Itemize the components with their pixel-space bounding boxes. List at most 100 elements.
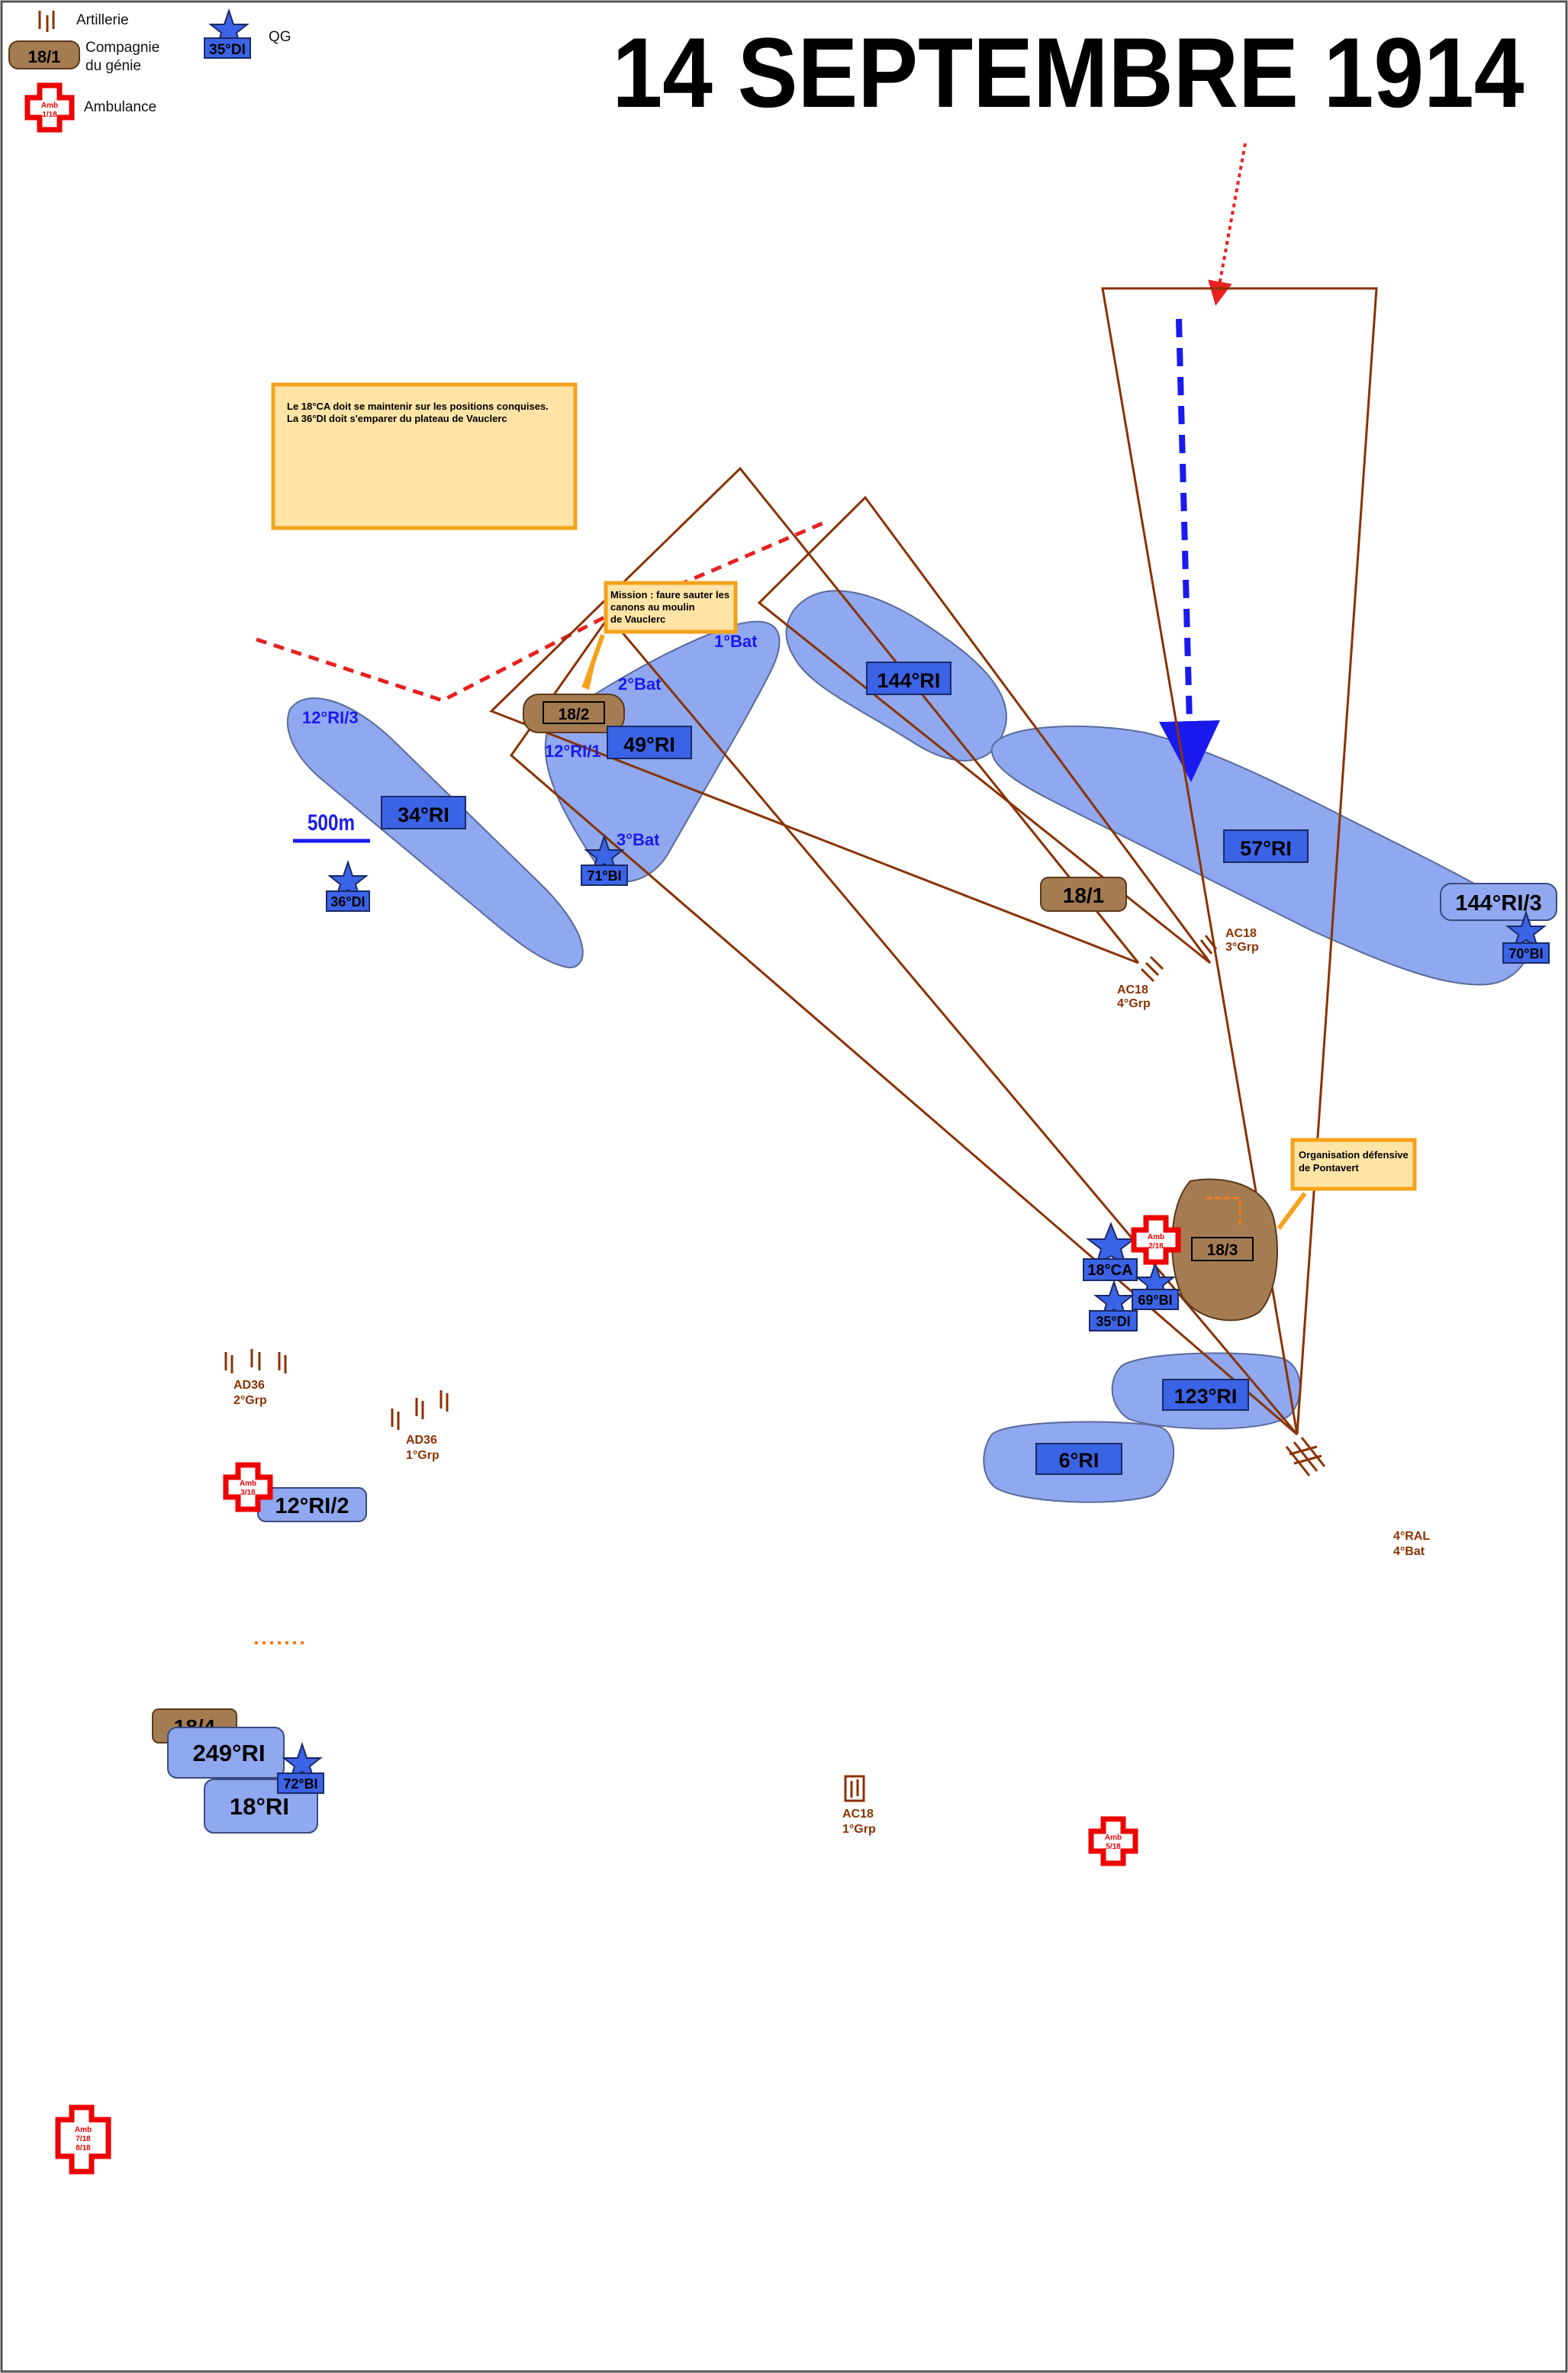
- genie-18-2-label: 18/2: [559, 706, 590, 723]
- mission-note: Mission : faure sauter les canons au mou…: [581, 581, 738, 690]
- arty-ac18-1grp: AC18 1°Grp: [842, 1775, 876, 1836]
- genie-18-1: 18/1: [1040, 877, 1127, 912]
- hq-35di: 35°DI: [1089, 1279, 1138, 1331]
- arty-ac18-4grp-label-2: 4°Grp: [1117, 997, 1151, 1010]
- ambulance-2-18-label-1: Amb: [1148, 1233, 1164, 1241]
- ambulance-3-18-label-2: 3/18: [240, 1489, 256, 1497]
- label-3bat: 3°Bat: [617, 830, 660, 849]
- arty-ad36-2grp-label-2: 2°Grp: [233, 1394, 267, 1407]
- defense-note: Organisation défensive de Pontavert: [1277, 1138, 1417, 1230]
- front-line-left: [256, 612, 612, 703]
- ambulance-2-18: Amb 2/18: [1131, 1215, 1181, 1265]
- unit-34ri: 34°RI: [381, 796, 466, 829]
- unit-144ri-3-label: 144°RI/3: [1455, 891, 1541, 916]
- hq-18ca: 18°CA: [1083, 1222, 1138, 1281]
- hq-70bi-label: 70°BI: [1508, 946, 1543, 961]
- artillery-legend-icon: [38, 11, 55, 32]
- ambulance-legend-icon: [24, 82, 75, 133]
- unit-249ri-label: 249°RI: [192, 1740, 265, 1766]
- unit-18ri-label: 18°RI: [230, 1793, 289, 1820]
- fire-sector-ac18-2grp: [509, 614, 1299, 1436]
- ambulance-5-18-label-2: 5/18: [1106, 1843, 1121, 1851]
- legend-amb-badge-2: 1/18: [42, 111, 57, 119]
- arty-4ral: 4°RAL 4°Bat: [1393, 1530, 1430, 1558]
- ambulance-7-18: Amb 7/18 8/18: [55, 2104, 111, 2175]
- mission-note-line3: de Vauclerc: [610, 613, 665, 625]
- unit-49ri: 49°RI: [607, 726, 692, 759]
- unit-249ri: 249°RI: [167, 1727, 285, 1779]
- label-2bat: 2°Bat: [618, 675, 662, 694]
- legend-artillery-label: Artillerie: [76, 12, 129, 28]
- ambulance-7-18-label-2: 7/18: [76, 2135, 91, 2143]
- ambulance-7-18-label-3: 8/18: [76, 2144, 91, 2152]
- genie-18-3-label: 18/3: [1207, 1241, 1238, 1259]
- front-line-north-arrow: [1208, 143, 1247, 306]
- legend-qg-box-label: 35°DI: [209, 42, 246, 58]
- unit-12ri-2-label: 12°RI/2: [275, 1494, 349, 1518]
- orders-note: Le 18°CA doit se maintenir sur les posit…: [271, 382, 578, 530]
- arty-2grp-pontavert: [1285, 1437, 1326, 1476]
- unit-144ri-3: 144°RI/3: [1440, 883, 1557, 921]
- unit-57ri: 57°RI: [1223, 829, 1309, 863]
- arty-ac18-1grp-label-1: AC18: [842, 1808, 874, 1821]
- arty-ac18-3grp-label-1: AC18: [1225, 927, 1257, 940]
- legend-amb-badge-1: Amb: [41, 101, 58, 110]
- legend-genie-label: Compagnie: [85, 40, 159, 56]
- ambulance-5-18: Amb 5/18: [1088, 1816, 1138, 1866]
- unit-12ri-2: 12°RI/2: [257, 1487, 367, 1522]
- arty-ac18-1grp-label-2: 1°Grp: [842, 1823, 876, 1836]
- fire-sector-ac18-3grp: [757, 495, 1212, 964]
- arty-ac18-3grp-label-2: 3°Grp: [1225, 941, 1259, 954]
- legend-ambulance-label: Ambulance: [84, 99, 156, 115]
- legend: Artillerie 18/1 Compagnie du génie 35°DI…: [8, 8, 291, 133]
- defense-note-line2: de Pontavert: [1299, 1162, 1359, 1174]
- scale-label: 500m: [307, 810, 355, 836]
- hq-71bi-label: 71°BI: [587, 868, 621, 884]
- qg-legend-box: [204, 37, 251, 59]
- ambulance-3-18: Amb 3/18: [223, 1462, 273, 1512]
- hq-36di-label: 36°DI: [330, 894, 365, 910]
- hq-69bi-label: 69°BI: [1138, 1293, 1172, 1308]
- unit-6ri: 6°RI: [1035, 1443, 1122, 1475]
- hq-71bi: 71°BI: [581, 833, 628, 886]
- orders-note-line1: Le 18°CA doit se maintenir sur les posit…: [287, 401, 549, 412]
- ambulance-7-18-label-1: Amb: [75, 2126, 92, 2134]
- unit-144ri: 144°RI: [866, 662, 951, 695]
- arty-ac18-3grp: AC18 3°Grp: [1195, 927, 1259, 959]
- arty-ad36-2grp-label-1: AD36: [233, 1379, 265, 1392]
- defense-note-line1: Organisation défensive: [1299, 1149, 1409, 1161]
- genie-legend-icon: [8, 40, 80, 69]
- label-12ri-3: 12°RI/3: [302, 708, 359, 727]
- hq-18ca-label: 18°CA: [1087, 1262, 1132, 1279]
- ambulance-2-18-label-2: 2/18: [1148, 1242, 1164, 1251]
- arty-ad36-1grp-label-2: 1°Grp: [406, 1449, 439, 1462]
- unit-57ri-label: 57°RI: [1240, 837, 1292, 860]
- arty-ac18-4grp: AC18 4°Grp: [1117, 955, 1164, 1010]
- arty-ad36-1grp: AD36 1°Grp: [391, 1390, 449, 1462]
- label-12ri-1: 12°RI/1: [545, 742, 601, 761]
- unit-34ri-label: 34°RI: [398, 803, 449, 826]
- hq-69bi: 69°BI: [1132, 1261, 1179, 1310]
- attack-arrow: [1158, 318, 1220, 782]
- unit-123ri: 123°RI: [1162, 1379, 1249, 1411]
- legend-genie-box-label: 18/1: [28, 47, 61, 66]
- unit-49ri-label: 49°RI: [623, 733, 675, 756]
- fire-sector-ral: [1101, 287, 1378, 1435]
- arty-4ral-label-1: 4°RAL: [1393, 1530, 1430, 1543]
- zone-34ri: [286, 697, 584, 969]
- ambulance-3-18-label-1: Amb: [240, 1480, 256, 1488]
- genie-18-3: 18/3: [1171, 1178, 1278, 1322]
- legend-qg-label: QG: [269, 29, 291, 45]
- arty-ad36-1grp-label-1: AD36: [406, 1434, 437, 1447]
- genie-18-2: 18/2: [523, 694, 625, 733]
- mission-note-line1: Mission : faure sauter les: [610, 589, 729, 600]
- legend-genie-label-line2: du génie: [85, 58, 141, 74]
- arty-ac18-4grp-label-1: AC18: [1117, 984, 1148, 997]
- arty-4ral-label-2: 4°Bat: [1393, 1545, 1425, 1558]
- genie-18-1-label: 18/1: [1063, 884, 1105, 907]
- hq-36di: 36°DI: [326, 859, 370, 912]
- label-1bat: 1°Bat: [714, 632, 758, 651]
- ambulance-5-18-label-1: Amb: [1105, 1834, 1122, 1842]
